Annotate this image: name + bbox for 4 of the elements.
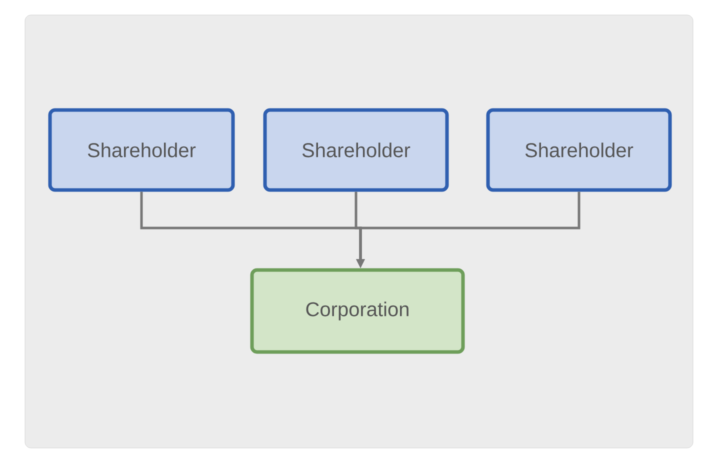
box: Shareholder	[263, 108, 449, 192]
box: Corporation	[250, 268, 465, 354]
box: Shareholder	[486, 108, 672, 192]
box: Shareholder	[48, 108, 235, 192]
